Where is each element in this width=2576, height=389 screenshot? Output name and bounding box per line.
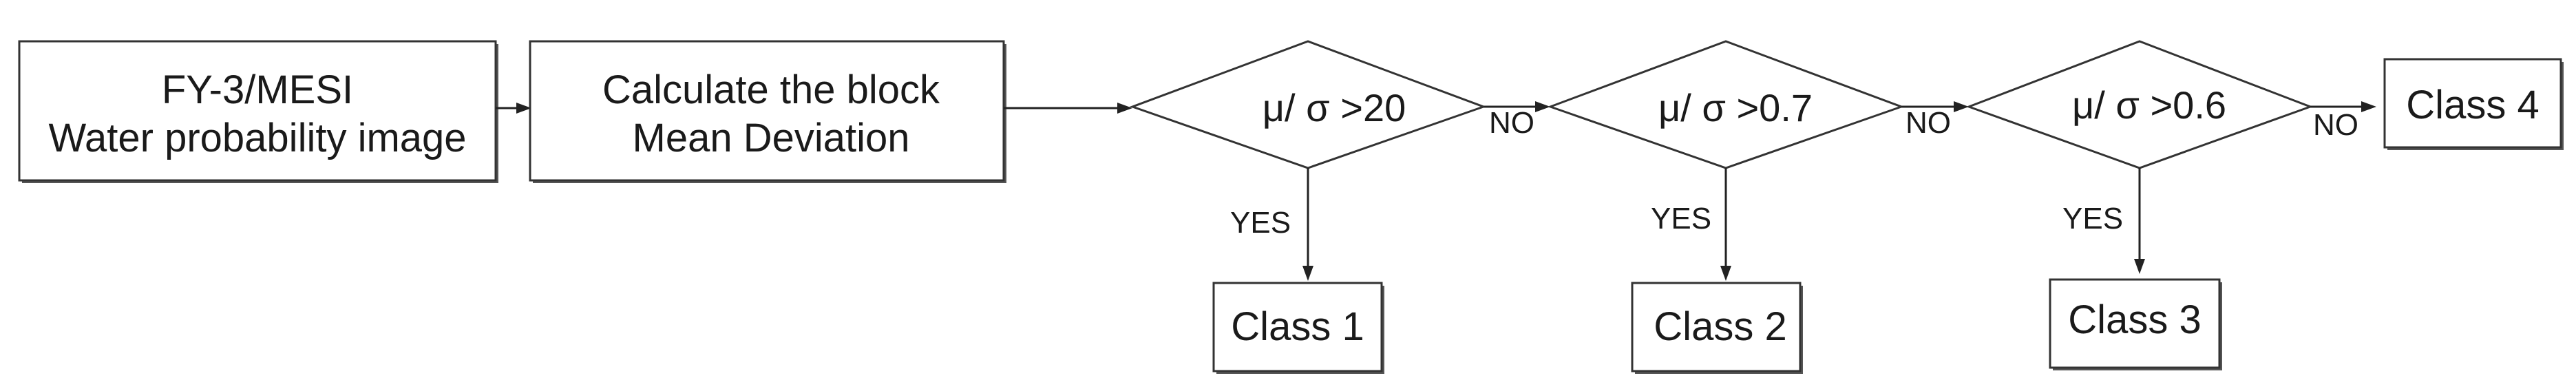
class-3-box: Class 3 bbox=[2049, 278, 2222, 370]
class-4-box: Class 4 bbox=[2383, 58, 2564, 150]
arrow-decision-1-to-class-1 bbox=[1302, 168, 1313, 281]
arrow-decision-1-to-decision-2 bbox=[1484, 101, 1550, 112]
decision-3-label: μ/ σ >0.6 bbox=[2072, 83, 2226, 127]
decision-diamond-3: μ/ σ >0.6 bbox=[1965, 40, 2314, 169]
class-2-box: Class 2 bbox=[1631, 282, 1803, 374]
yes-label-1: YES bbox=[1230, 206, 1291, 240]
input-box-line2: Water probability image bbox=[48, 116, 466, 160]
class-4-label: Class 4 bbox=[2406, 83, 2539, 127]
input-box-line1: FY-3/MESI bbox=[162, 67, 353, 112]
class-1-box: Class 1 bbox=[1212, 282, 1384, 374]
class-1-label: Class 1 bbox=[1231, 304, 1364, 349]
class-2-label: Class 2 bbox=[1654, 304, 1786, 349]
arrow-decision-2-to-class-2 bbox=[1720, 168, 1731, 281]
calc-box: Calculate the block Mean Deviation bbox=[529, 40, 1006, 183]
yes-label-2: YES bbox=[1651, 202, 1711, 235]
input-box: FY-3/MESI Water probability image bbox=[18, 40, 498, 183]
no-label-2: NO bbox=[1905, 106, 1951, 140]
arrow-decision-3-to-class-4 bbox=[2310, 101, 2376, 112]
arrow-decision-2-to-decision-3 bbox=[1901, 101, 1969, 112]
yes-label-3: YES bbox=[2062, 202, 2123, 235]
arrow-calc-to-decision-1 bbox=[1004, 103, 1132, 114]
decision-diamond-1: μ/ σ >20 bbox=[1129, 40, 1487, 169]
decision-diamond-2: μ/ σ >0.7 bbox=[1547, 40, 1905, 169]
no-label-3: NO bbox=[2313, 108, 2358, 142]
calc-box-line2: Mean Deviation bbox=[633, 116, 910, 160]
arrow-decision-3-to-class-3 bbox=[2134, 168, 2145, 274]
decision-2-label: μ/ σ >0.7 bbox=[1658, 86, 1813, 129]
no-label-1: NO bbox=[1489, 106, 1534, 140]
calc-box-line1: Calculate the block bbox=[602, 67, 940, 112]
decision-1-label: μ/ σ >20 bbox=[1263, 86, 1406, 129]
class-3-label: Class 3 bbox=[2068, 297, 2201, 342]
arrow-input-to-calc bbox=[496, 103, 531, 114]
